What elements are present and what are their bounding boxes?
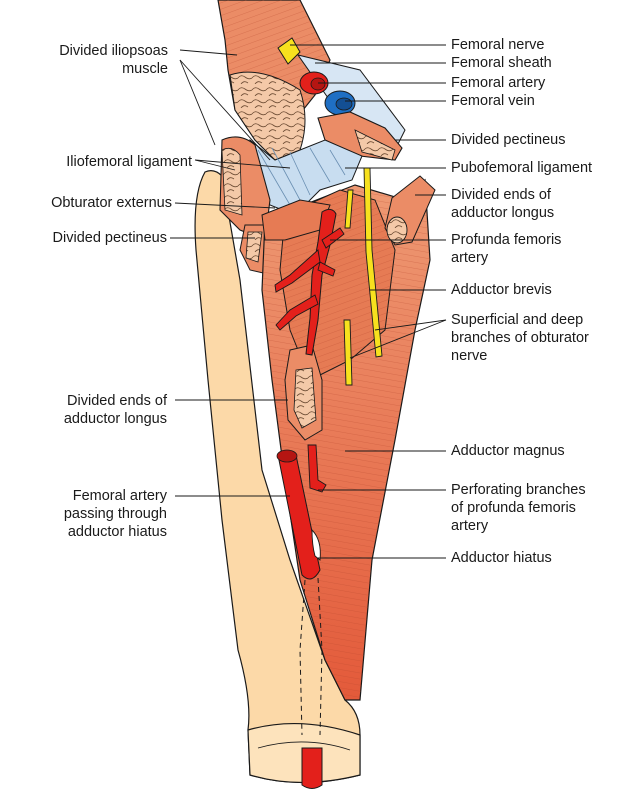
label-femoral-vein: Femoral vein	[451, 92, 535, 110]
label-divided-adductor-longus-left: Divided ends of adductor longus	[4, 392, 167, 428]
label-iliofemoral-ligament: Iliofemoral ligament	[4, 153, 192, 171]
label-divided-iliopsoas: Divided iliopsoas muscle	[8, 42, 168, 78]
label-adductor-hiatus: Adductor hiatus	[451, 549, 552, 567]
label-perforating-branches: Perforating branches of profunda femoris…	[451, 481, 586, 535]
popliteal-artery	[302, 748, 322, 789]
label-adductor-brevis: Adductor brevis	[451, 281, 552, 299]
label-pubofemoral-ligament: Pubofemoral ligament	[451, 159, 592, 177]
label-divided-pectineus-right: Divided pectineus	[451, 131, 565, 149]
label-obturator-nerve: Superficial and deep branches of obturat…	[451, 311, 589, 365]
label-divided-adductor-longus-right: Divided ends of adductor longus	[451, 186, 554, 222]
label-femoral-artery-hiatus: Femoral artery passing through adductor …	[4, 487, 167, 541]
label-adductor-magnus: Adductor magnus	[451, 442, 565, 460]
label-profunda-femoris: Profunda femoris artery	[451, 231, 561, 267]
label-femoral-artery: Femoral artery	[451, 74, 545, 92]
label-obturator-externus: Obturator externus	[4, 194, 172, 212]
label-femoral-sheath: Femoral sheath	[451, 54, 552, 72]
label-divided-pectineus-left: Divided pectineus	[4, 229, 167, 247]
label-femoral-nerve: Femoral nerve	[451, 36, 544, 54]
